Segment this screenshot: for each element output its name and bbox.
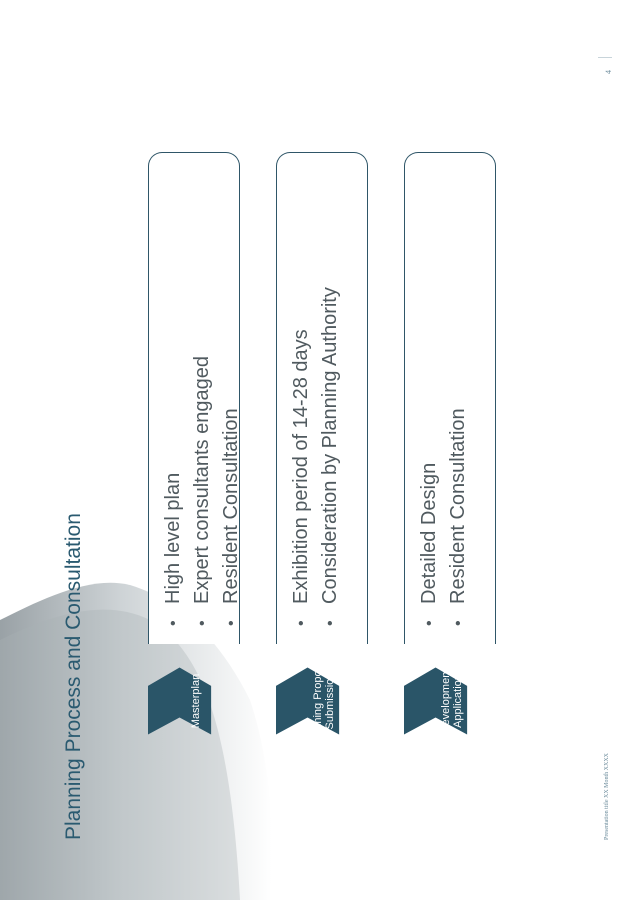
process-step-2: Planning Proposal Submission Exhibition … bbox=[276, 0, 372, 900]
bullet-item: Resident Consultation bbox=[217, 153, 246, 626]
step-detail-card: Detailed Design Resident Consultation bbox=[404, 152, 496, 644]
bullet-item: Resident Consultation bbox=[444, 153, 473, 626]
chevron-arrow-icon bbox=[276, 667, 340, 735]
footer-text: Presentation title XX Month XXXX bbox=[604, 753, 610, 840]
bullet-item: Detailed Design bbox=[415, 153, 444, 626]
step-label: Masterplan bbox=[190, 673, 202, 729]
step-label: Development Application bbox=[440, 668, 464, 734]
chevron-arrow-icon bbox=[404, 667, 468, 735]
page-number: 4 bbox=[604, 70, 613, 74]
step-detail-card: High level plan Expert consultants engag… bbox=[148, 152, 242, 644]
bullet-item: Consideration by Planning Authority bbox=[316, 153, 345, 626]
step-label: Planning Proposal Submission bbox=[312, 656, 336, 746]
bullet-item: High level plan bbox=[159, 153, 188, 626]
slide-title: Planning Process and Consultation bbox=[62, 513, 85, 840]
chevron-arrow-icon bbox=[148, 667, 212, 735]
process-step-3: Development Application Detailed Design … bbox=[404, 0, 500, 900]
process-step-1: Masterplan High level plan Expert consul… bbox=[148, 0, 244, 900]
page-divider bbox=[598, 57, 612, 58]
bullet-item: Exhibition period of 14-28 days bbox=[287, 153, 316, 626]
bullet-item: Expert consultants engaged bbox=[188, 153, 217, 626]
step-detail-card: Exhibition period of 14-28 days Consider… bbox=[276, 152, 368, 644]
